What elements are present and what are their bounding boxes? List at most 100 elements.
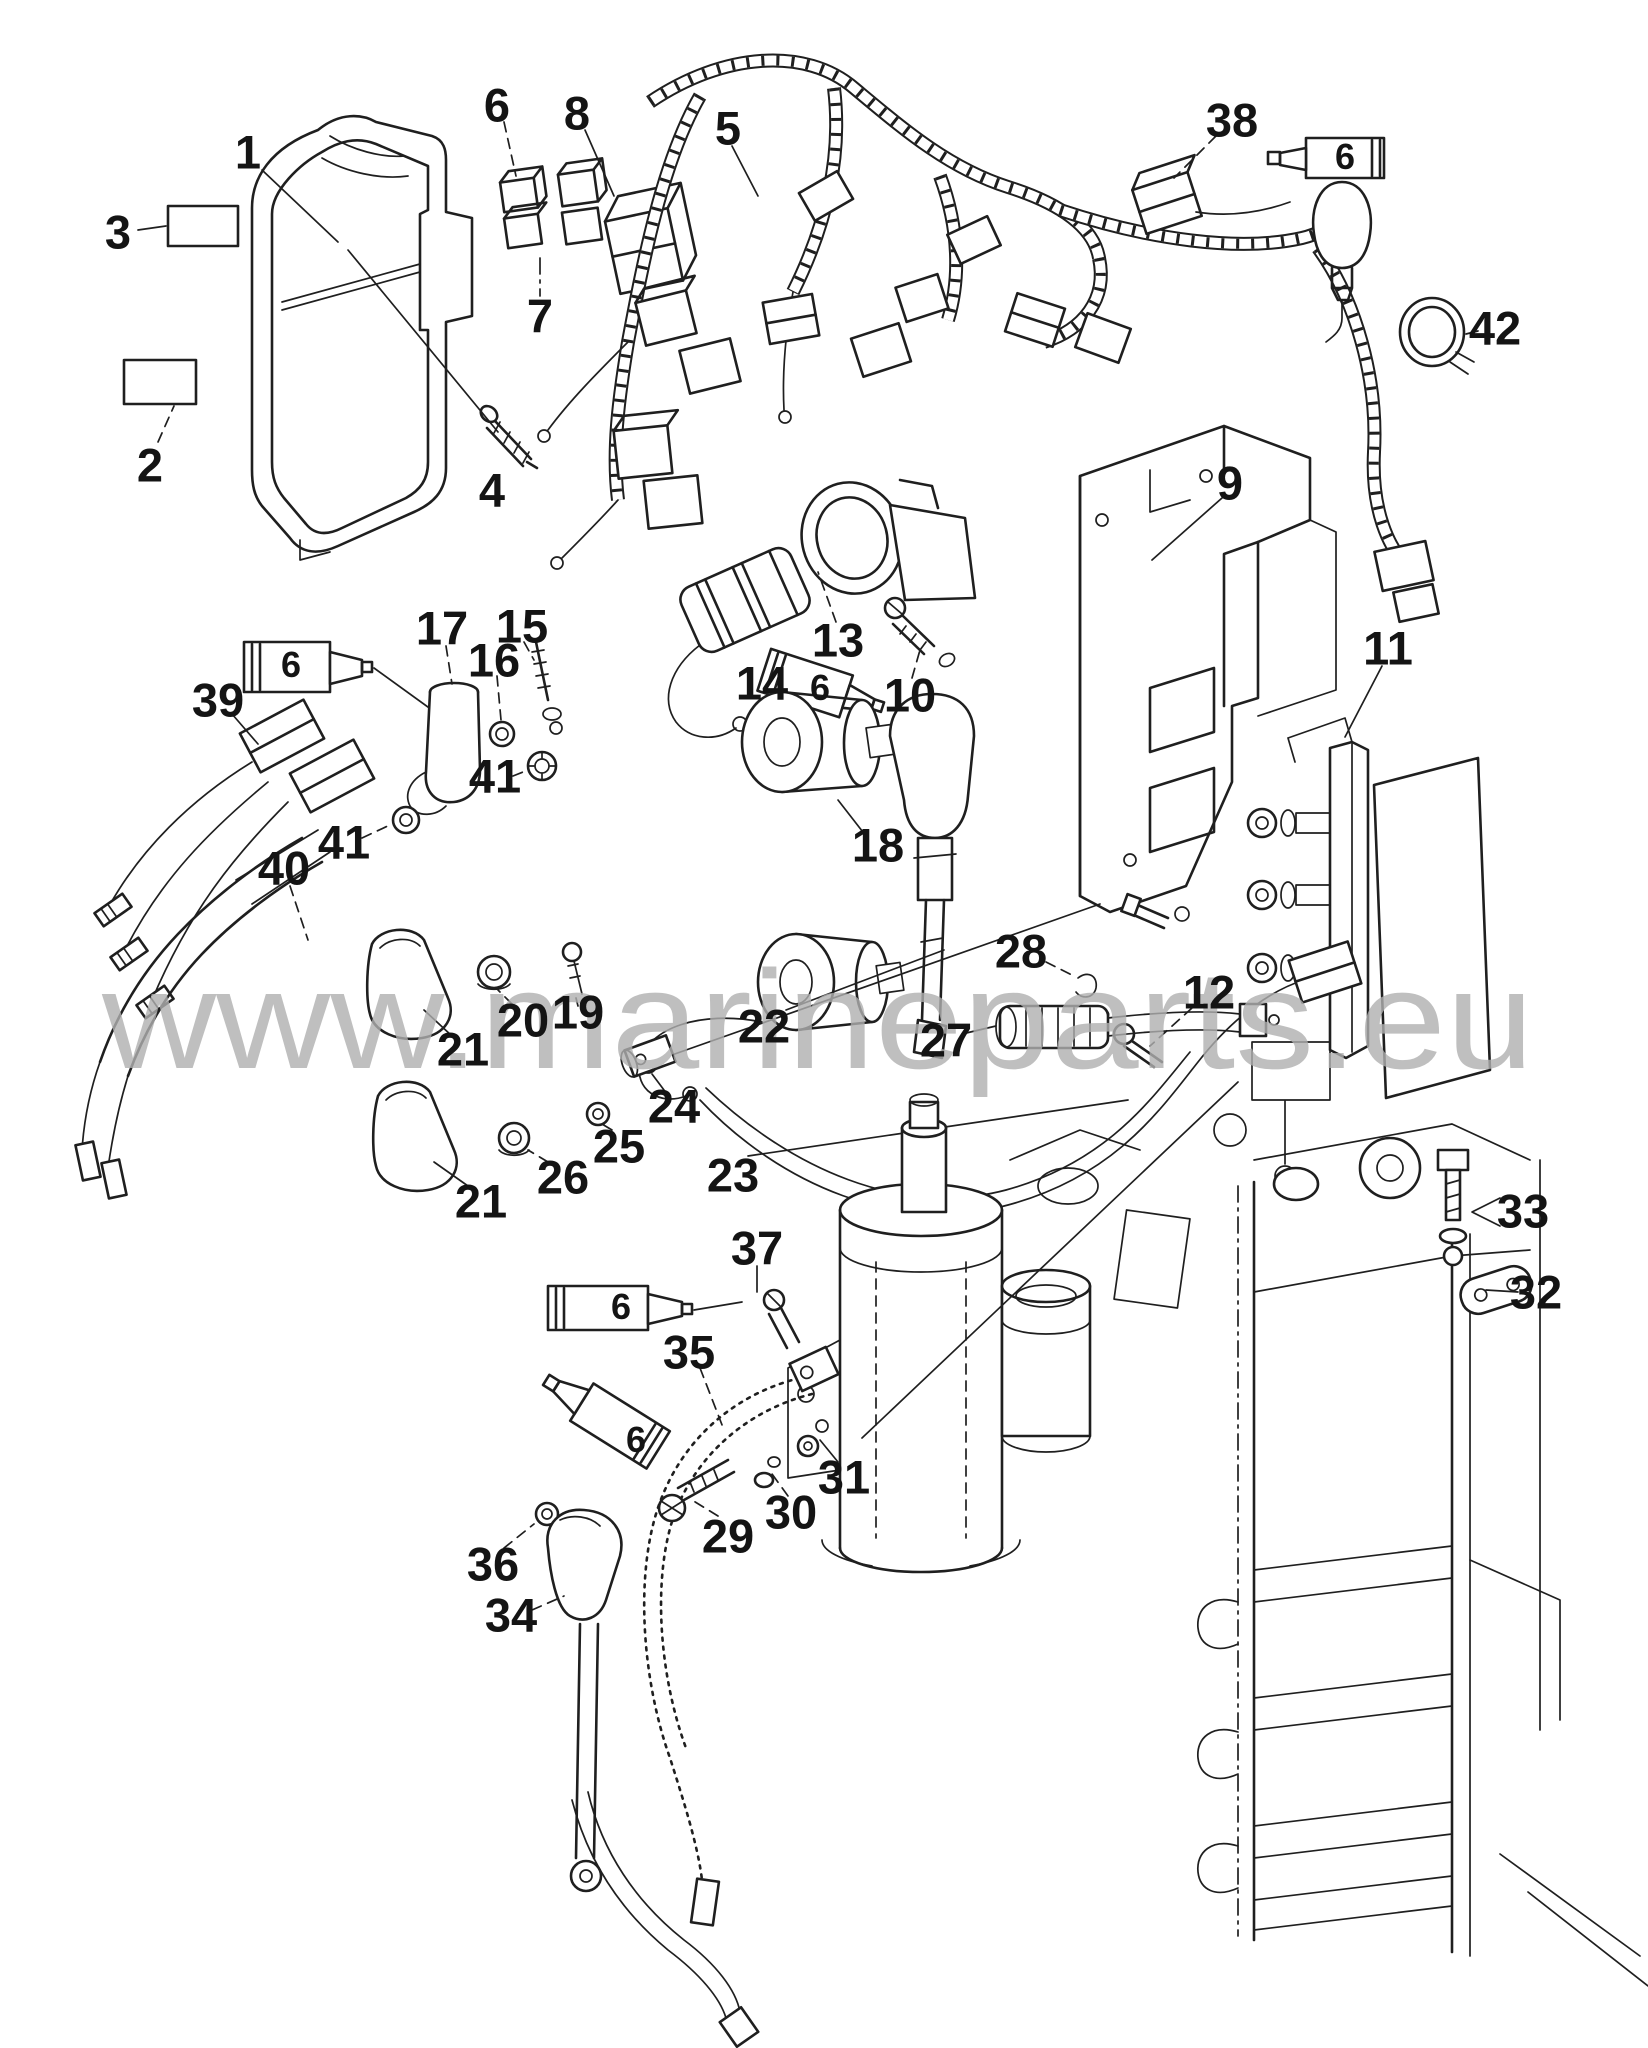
wiring-harness xyxy=(537,61,1440,624)
grease-tube-39 xyxy=(242,640,469,737)
leader-17 xyxy=(445,645,453,685)
leader-29 xyxy=(691,1499,719,1517)
screw-4 xyxy=(479,404,539,470)
leader-30 xyxy=(771,1473,789,1497)
leader-1 xyxy=(261,169,339,243)
leader-21b xyxy=(433,1161,469,1187)
stud-15 xyxy=(523,640,563,735)
part-label-33-47: 33 xyxy=(1496,1184,1550,1238)
leader-19 xyxy=(575,997,579,1007)
coil-13 xyxy=(679,546,811,654)
leader-11 xyxy=(1344,665,1383,738)
part-label-6-16: 6 xyxy=(280,644,302,685)
watermark-text: www.marineparts.eu xyxy=(101,941,1534,1098)
part-label-42-10: 42 xyxy=(1468,301,1522,355)
part-label-5-6: 5 xyxy=(714,101,742,155)
part-label-25-30: 25 xyxy=(592,1119,646,1173)
grease-tube-37 xyxy=(546,1284,743,1332)
leader-33 xyxy=(1471,1197,1501,1227)
nut-20 xyxy=(476,954,513,1005)
leader-25 xyxy=(601,1123,613,1131)
part-label-6-41: 6 xyxy=(625,1419,647,1460)
bolt-28 xyxy=(1045,892,1190,998)
leader-3 xyxy=(137,225,167,231)
leader-13 xyxy=(817,571,837,623)
part-label-20-26: 20 xyxy=(496,993,550,1047)
part-label-16-13: 16 xyxy=(467,633,521,687)
part-label-32-48: 32 xyxy=(1509,1265,1563,1319)
bulb-and-clamp xyxy=(1311,180,1479,375)
battery-cable-34 xyxy=(531,1508,623,1893)
leader-12 xyxy=(1149,1007,1193,1047)
nut-36 xyxy=(503,1501,560,1549)
leader-20 xyxy=(497,989,513,1005)
part-label-34-43: 34 xyxy=(484,1588,538,1642)
leader-15 xyxy=(523,641,535,661)
grease-tube-36 xyxy=(541,1373,672,1470)
boot-21-lower xyxy=(371,1080,469,1193)
leader-40 xyxy=(289,885,309,941)
part-label-23-34: 23 xyxy=(706,1148,760,1202)
electrical-bracket xyxy=(1078,424,1337,914)
part-label-15-14: 15 xyxy=(495,599,549,653)
part-label-11-21: 11 xyxy=(1363,621,1413,675)
leader-38 xyxy=(1173,135,1217,179)
grease-tube-top xyxy=(1266,136,1386,180)
leader-41a xyxy=(512,769,529,777)
part-label-29-44: 29 xyxy=(701,1509,755,1563)
leader-6a xyxy=(503,121,517,177)
part-label-41-24: 41 xyxy=(317,815,371,869)
part-label-6-9: 6 xyxy=(1334,136,1356,177)
fuse-group xyxy=(498,121,608,297)
part-label-6-3: 6 xyxy=(483,78,511,132)
part-label-37-38: 37 xyxy=(730,1221,784,1275)
nut-25 xyxy=(585,1101,613,1131)
part-label-12-37: 12 xyxy=(1182,965,1236,1019)
screw-37 xyxy=(756,1265,801,1350)
ecu-bracket xyxy=(250,114,499,561)
terminal-stud xyxy=(1246,879,1331,911)
engine-block xyxy=(1009,1113,1648,1987)
leader-9 xyxy=(1151,497,1223,561)
starter-motor xyxy=(651,903,1239,1574)
part-label-18-22: 18 xyxy=(851,818,905,872)
leader-28 xyxy=(1045,961,1075,977)
leader-26 xyxy=(527,1149,549,1163)
connector-38 xyxy=(1131,135,1291,236)
leader-22 xyxy=(785,949,945,1011)
screw-10 xyxy=(883,596,956,679)
part-label-21-28: 21 xyxy=(436,1022,490,1076)
part-label-38-8: 38 xyxy=(1205,93,1259,147)
part-label-2-2: 2 xyxy=(136,438,164,492)
nut-31 xyxy=(796,1419,839,1463)
part-label-9-11: 9 xyxy=(1216,456,1244,510)
leader-32 xyxy=(1485,1289,1519,1293)
part-label-1-0: 1 xyxy=(234,125,262,179)
part-label-27-35: 27 xyxy=(919,1013,973,1067)
part-label-7-4: 7 xyxy=(526,289,554,343)
diagram-linework xyxy=(74,61,1648,2048)
leader-21a xyxy=(423,1009,453,1037)
part-label-39-15: 39 xyxy=(191,673,245,727)
water-hose xyxy=(571,1791,760,2048)
terminal-stud xyxy=(1246,807,1331,839)
part-label-21-32: 21 xyxy=(454,1174,508,1228)
nut-26 xyxy=(497,1121,549,1163)
coil-13-wire xyxy=(667,644,737,739)
leader-8 xyxy=(584,129,615,197)
leader-5 xyxy=(731,145,759,197)
part-label-26-31: 26 xyxy=(536,1150,590,1204)
part-label-8-5: 8 xyxy=(563,86,591,140)
decal-plates xyxy=(122,204,240,443)
part-label-35-40: 35 xyxy=(662,1325,716,1379)
leader-41b xyxy=(361,823,393,839)
part-label-10-20: 10 xyxy=(883,668,937,722)
leader-39 xyxy=(231,713,259,745)
part-label-36-42: 36 xyxy=(466,1537,520,1591)
screw-19 xyxy=(561,941,583,1007)
leader-42 xyxy=(1465,330,1479,335)
ground-cable-35 xyxy=(642,1345,840,1927)
part-label-22-33: 22 xyxy=(737,999,791,1053)
